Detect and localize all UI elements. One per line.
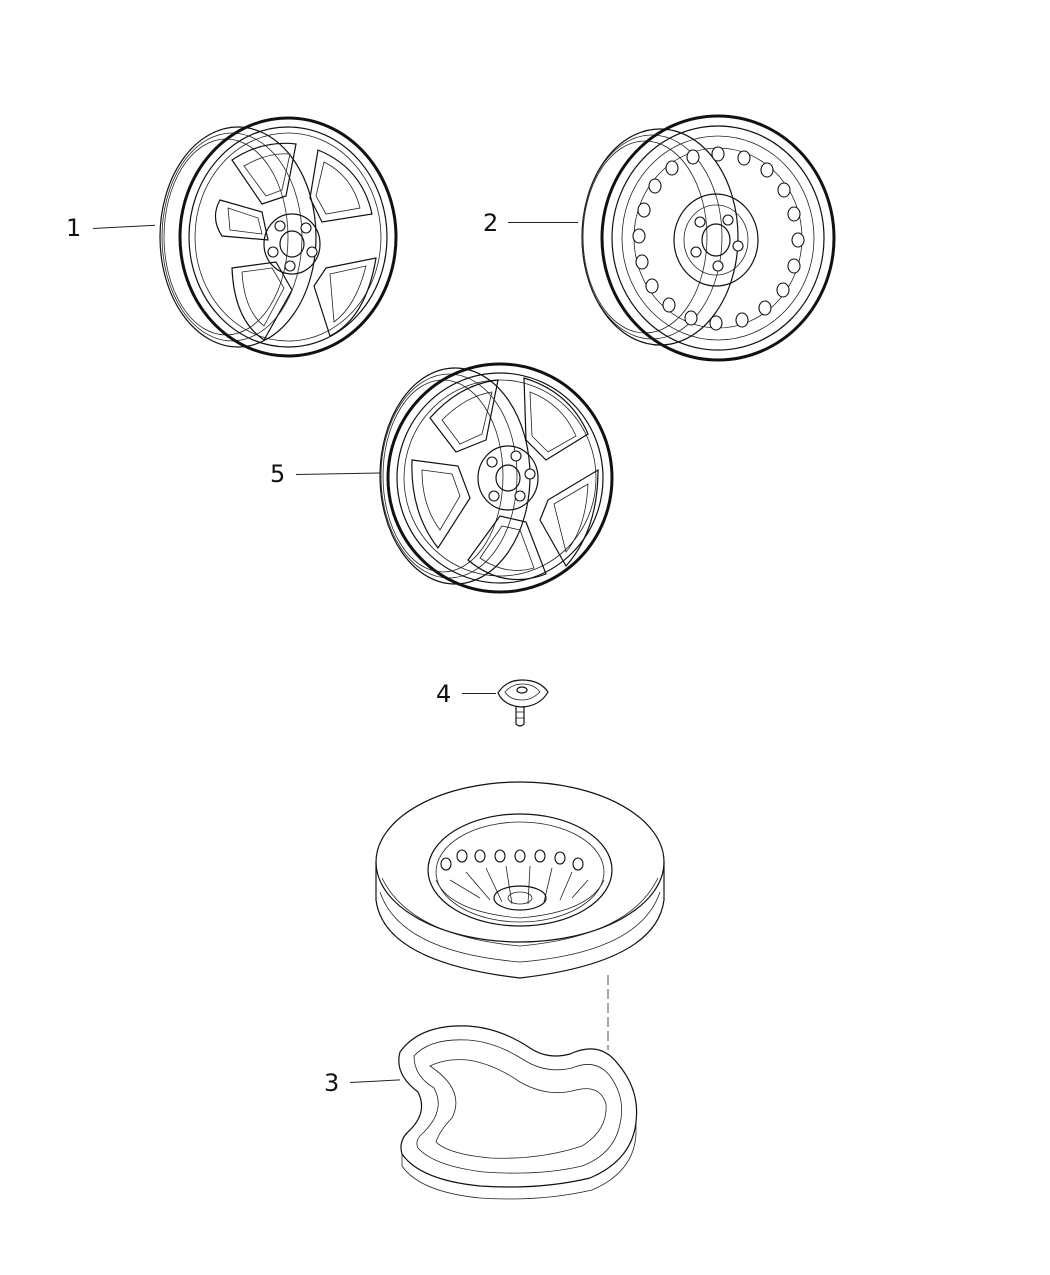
callout-3: 3 <box>324 1069 340 1097</box>
spare-tire-tray-icon[interactable] <box>398 1025 638 1200</box>
alloy-wheel-icon[interactable] <box>159 116 398 358</box>
leader-line-2 <box>508 222 578 223</box>
spare-tire-icon[interactable] <box>375 781 665 1050</box>
spare-hold-down-bolt-icon[interactable] <box>497 679 549 727</box>
callout-1: 1 <box>66 214 82 242</box>
callout-5: 5 <box>270 460 286 488</box>
callout-4: 4 <box>436 680 452 708</box>
steel-wheel-icon[interactable] <box>581 114 836 362</box>
leader-line-4 <box>462 693 496 694</box>
callout-2: 2 <box>483 209 499 237</box>
alloy-wheel-icon[interactable] <box>379 362 614 594</box>
